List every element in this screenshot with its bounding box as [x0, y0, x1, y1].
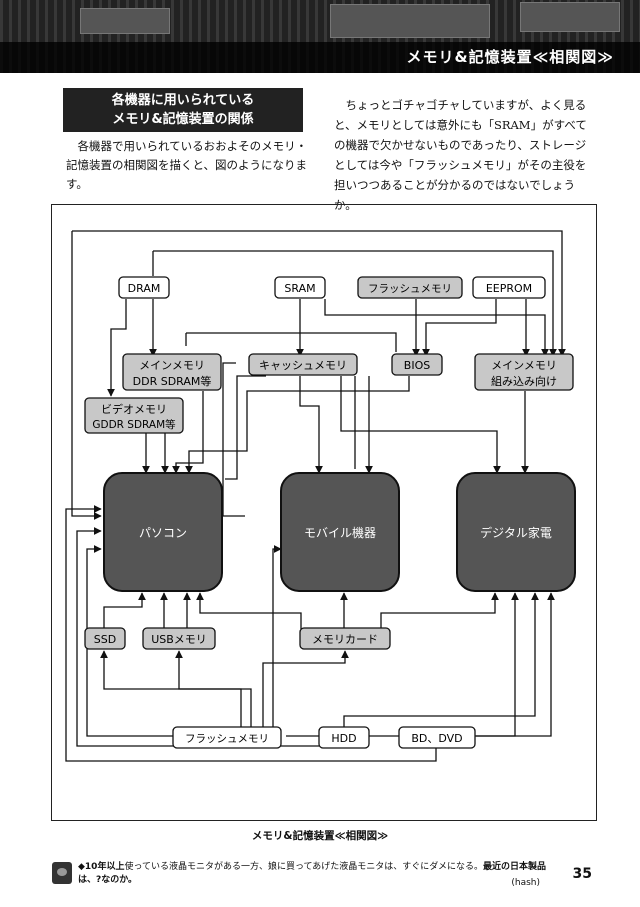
ssd-label: SSD	[94, 633, 116, 646]
digital-label: デジタル家電	[480, 525, 552, 540]
connector	[340, 376, 501, 474]
hdd-label: HDD	[331, 732, 356, 745]
eeprom-box: EEPROM	[472, 276, 546, 299]
flash-top-box: フラッシュメモリ	[357, 276, 463, 299]
video-memory-box: ビデオメモリ GDDR SDRAM等	[84, 397, 184, 434]
page-title: メモリ&記憶装置≪相関図≫	[406, 48, 614, 66]
footer-note: ◆10年以上使っている液晶モニタがある一方、娘に買ってあげた液晶モニタは、すぐに…	[78, 861, 548, 887]
connector-lines	[65, 230, 566, 762]
connector	[343, 592, 539, 728]
connector	[107, 299, 127, 397]
memory-card-box: メモリカード	[299, 627, 391, 650]
dram-label: DRAM	[128, 282, 161, 295]
cache-memory-label: キャッシュメモリ	[259, 359, 347, 372]
eeprom-label: EEPROM	[486, 282, 532, 295]
diagram-svg: DRAM SRAM フラッシュメモリ EEPROM メインメモリ DDR SDR…	[65, 230, 576, 762]
page-header: メモリ&記憶装置≪相関図≫	[0, 0, 640, 73]
connector	[286, 592, 519, 737]
header-chip	[330, 4, 490, 38]
main-memory-pc-label2: DDR SDRAM等	[133, 374, 212, 388]
section-title-line2: メモリ&記憶装置の関係	[112, 112, 254, 127]
connector	[103, 592, 146, 629]
digital-appliance-box: デジタル家電	[456, 472, 576, 592]
video-memory-label1: ビデオメモリ	[101, 402, 167, 416]
connector	[422, 299, 497, 357]
connector	[222, 362, 245, 517]
header-chip	[80, 8, 170, 34]
connector	[72, 230, 566, 357]
cache-memory-box: キャッシュメモリ	[248, 353, 358, 376]
footer-signature: (hash)	[511, 878, 540, 888]
ssd-box: SSD	[84, 627, 126, 650]
pc-label: パソコン	[139, 526, 187, 540]
header-band	[0, 42, 640, 73]
bios-label: BIOS	[404, 359, 430, 372]
page-number: 35	[572, 866, 592, 882]
sram-box: SRAM	[274, 276, 326, 299]
footer-note-pre: ◆10年以上	[78, 862, 125, 872]
flash-bottom-box: フラッシュメモリ	[172, 726, 282, 749]
mobile-device-box: モバイル機器	[280, 472, 400, 592]
header-chip	[520, 2, 620, 32]
section-title-line1: 各機器に用いられている	[111, 93, 255, 108]
connector	[71, 231, 102, 520]
connector	[324, 299, 549, 357]
connector	[272, 545, 282, 728]
connector	[225, 375, 266, 480]
correlation-diagram: DRAM SRAM フラッシュメモリ EEPROM メインメモリ DDR SDR…	[51, 204, 597, 821]
footer-note-mid: 使っている液晶モニタがある一方、娘に買ってあげた液晶モニタは、すぐにダメになる。	[124, 862, 484, 872]
usb-memory-label: USBメモリ	[151, 633, 207, 646]
connector	[262, 650, 349, 728]
main-memory-embedded-box: メインメモリ 組み込み向け	[474, 353, 574, 391]
flash-bottom-label: フラッシュメモリ	[185, 733, 269, 745]
connector	[186, 332, 397, 352]
connector	[476, 592, 555, 737]
author-avatar	[52, 862, 72, 884]
mobile-label: モバイル機器	[304, 525, 376, 540]
bd-dvd-label: BD、DVD	[411, 732, 462, 745]
memory-card-label: メモリカード	[312, 633, 378, 646]
connector	[175, 650, 252, 728]
intro-left-paragraph: 各機器で用いられているおおよそのメモリ・記憶装置の相関図を描くと、図のようになり…	[66, 139, 308, 191]
connector	[100, 650, 242, 728]
connector	[196, 592, 302, 629]
figure-caption: メモリ&記憶装置≪相関図≫	[251, 830, 389, 842]
intro-right-paragraph: ちょっとゴチャゴチャしていますが、よく見ると、メモリとしては意外にも「SRAM」…	[334, 98, 587, 212]
sram-label: SRAM	[284, 282, 315, 295]
bios-box: BIOS	[391, 353, 443, 376]
main-memory-pc-label1: メインメモリ	[139, 359, 205, 372]
connector	[153, 250, 557, 357]
bd-dvd-box: BD、DVD	[398, 726, 476, 749]
flash-top-label: フラッシュメモリ	[368, 283, 452, 295]
video-memory-label2: GDDR SDRAM等	[92, 418, 176, 431]
hdd-box: HDD	[318, 726, 370, 749]
dram-box: DRAM	[118, 276, 170, 299]
usb-memory-box: USBメモリ	[142, 627, 216, 650]
connector	[380, 592, 499, 629]
section-title: 各機器に用いられている メモリ&記憶装置の関係	[63, 88, 303, 132]
footer-note-post: 最近の日本製品は、?なのか。	[78, 862, 547, 885]
connector	[65, 505, 437, 762]
main-memory-emb-label2: 組み込み向け	[491, 374, 557, 388]
pc-device-box: パソコン	[103, 472, 223, 592]
main-memory-emb-label1: メインメモリ	[491, 359, 557, 372]
connector	[185, 376, 410, 474]
main-memory-pc-box: メインメモリ DDR SDRAM等	[122, 353, 222, 391]
